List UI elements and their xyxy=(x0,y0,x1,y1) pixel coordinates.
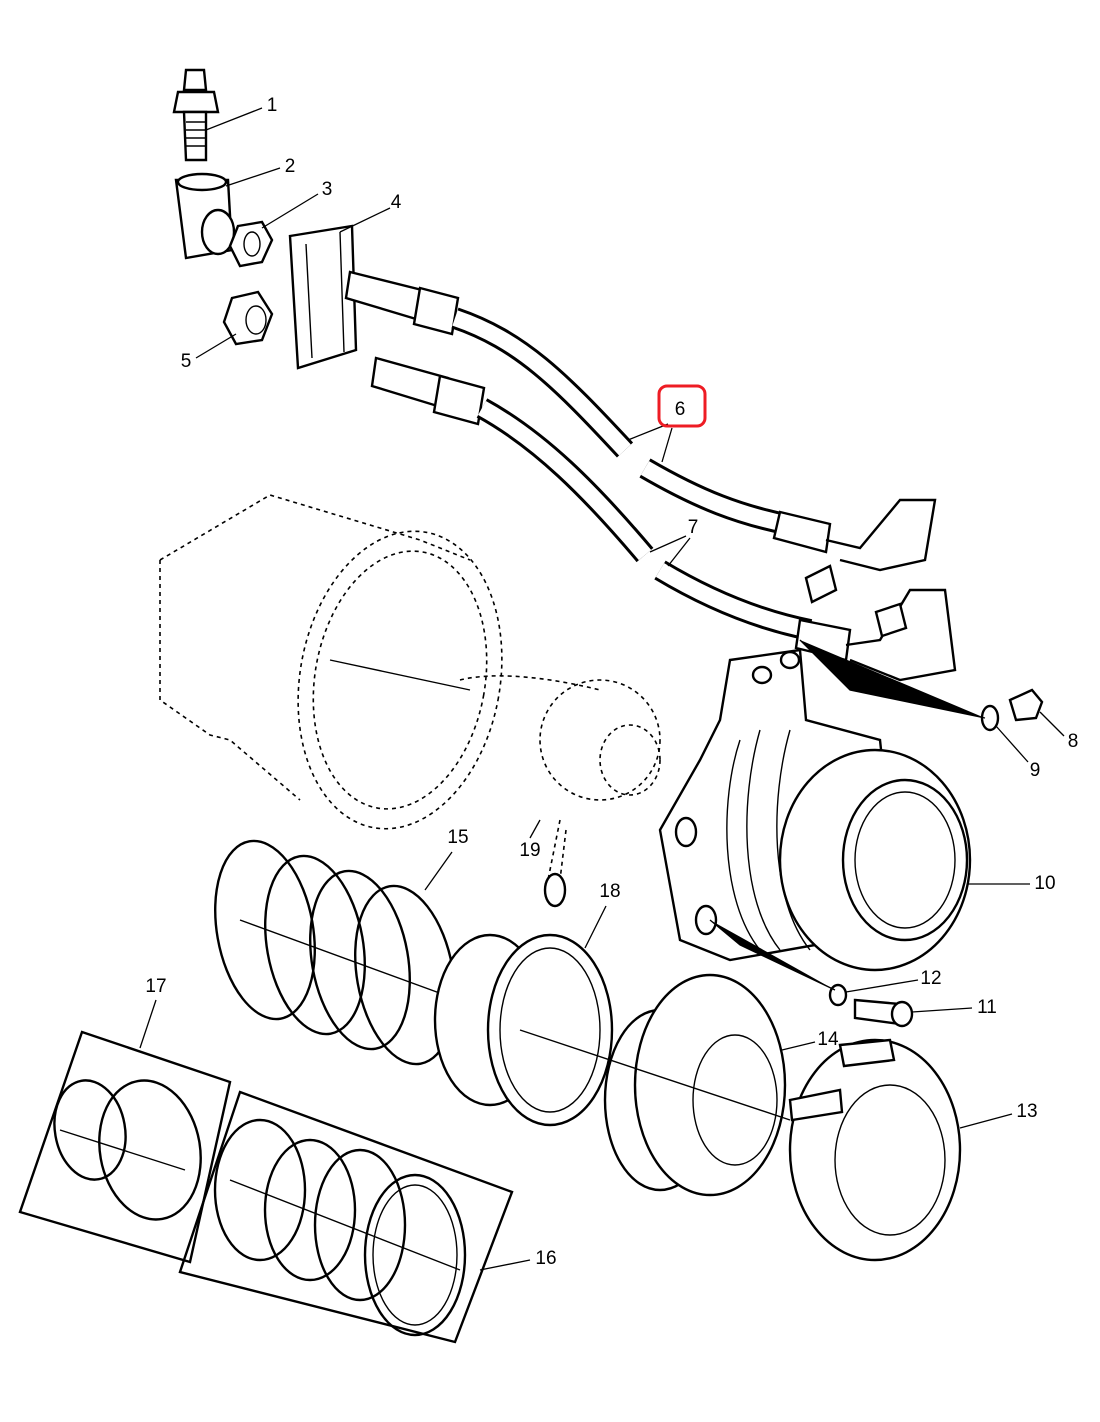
callout-16: 16 xyxy=(535,1248,556,1269)
bell-housing xyxy=(159,494,661,908)
callout-11: 11 xyxy=(977,997,997,1018)
callout-8: 8 xyxy=(1068,731,1079,752)
callout-9: 9 xyxy=(1030,760,1041,781)
hose-fittings xyxy=(344,270,486,426)
nut-3 xyxy=(228,220,274,268)
callout-5: 5 xyxy=(181,351,192,372)
callout-15: 15 xyxy=(447,827,468,848)
callout-4: 4 xyxy=(391,192,402,213)
callout-3: 3 xyxy=(322,179,333,200)
callout-12: 12 xyxy=(920,968,941,989)
slave-cylinder xyxy=(658,648,972,972)
callout-19: 19 xyxy=(519,840,540,861)
bleed-nipple xyxy=(172,68,220,162)
callout-13: 13 xyxy=(1016,1101,1037,1122)
seal-kit-16 xyxy=(178,1090,514,1344)
callout-14: 14 xyxy=(817,1029,839,1050)
leader-lines xyxy=(139,107,1065,1271)
bleed-screw xyxy=(799,639,1044,732)
callout-17: 17 xyxy=(145,976,166,997)
highlight-box xyxy=(657,384,707,428)
hose-lower xyxy=(476,398,957,682)
callout-labels: 1 2 3 4 5 6 7 8 9 10 11 12 13 14 15 16 1… xyxy=(145,95,1078,1269)
nut-5 xyxy=(222,290,274,346)
callout-7: 7 xyxy=(688,517,699,538)
bolt xyxy=(709,919,914,1028)
release-bearing xyxy=(519,973,791,1197)
callout-6: 6 xyxy=(675,399,686,420)
callout-2: 2 xyxy=(285,156,296,177)
spring xyxy=(214,839,456,1066)
seal-kit-17 xyxy=(18,1030,232,1264)
bearing-carrier xyxy=(788,1038,962,1262)
callout-18: 18 xyxy=(599,881,620,902)
sleeve xyxy=(433,933,614,1127)
callout-10: 10 xyxy=(1034,873,1055,894)
bracket xyxy=(288,224,358,370)
callout-1: 1 xyxy=(267,95,278,116)
hose-upper xyxy=(451,307,937,572)
tee-union xyxy=(174,172,236,260)
